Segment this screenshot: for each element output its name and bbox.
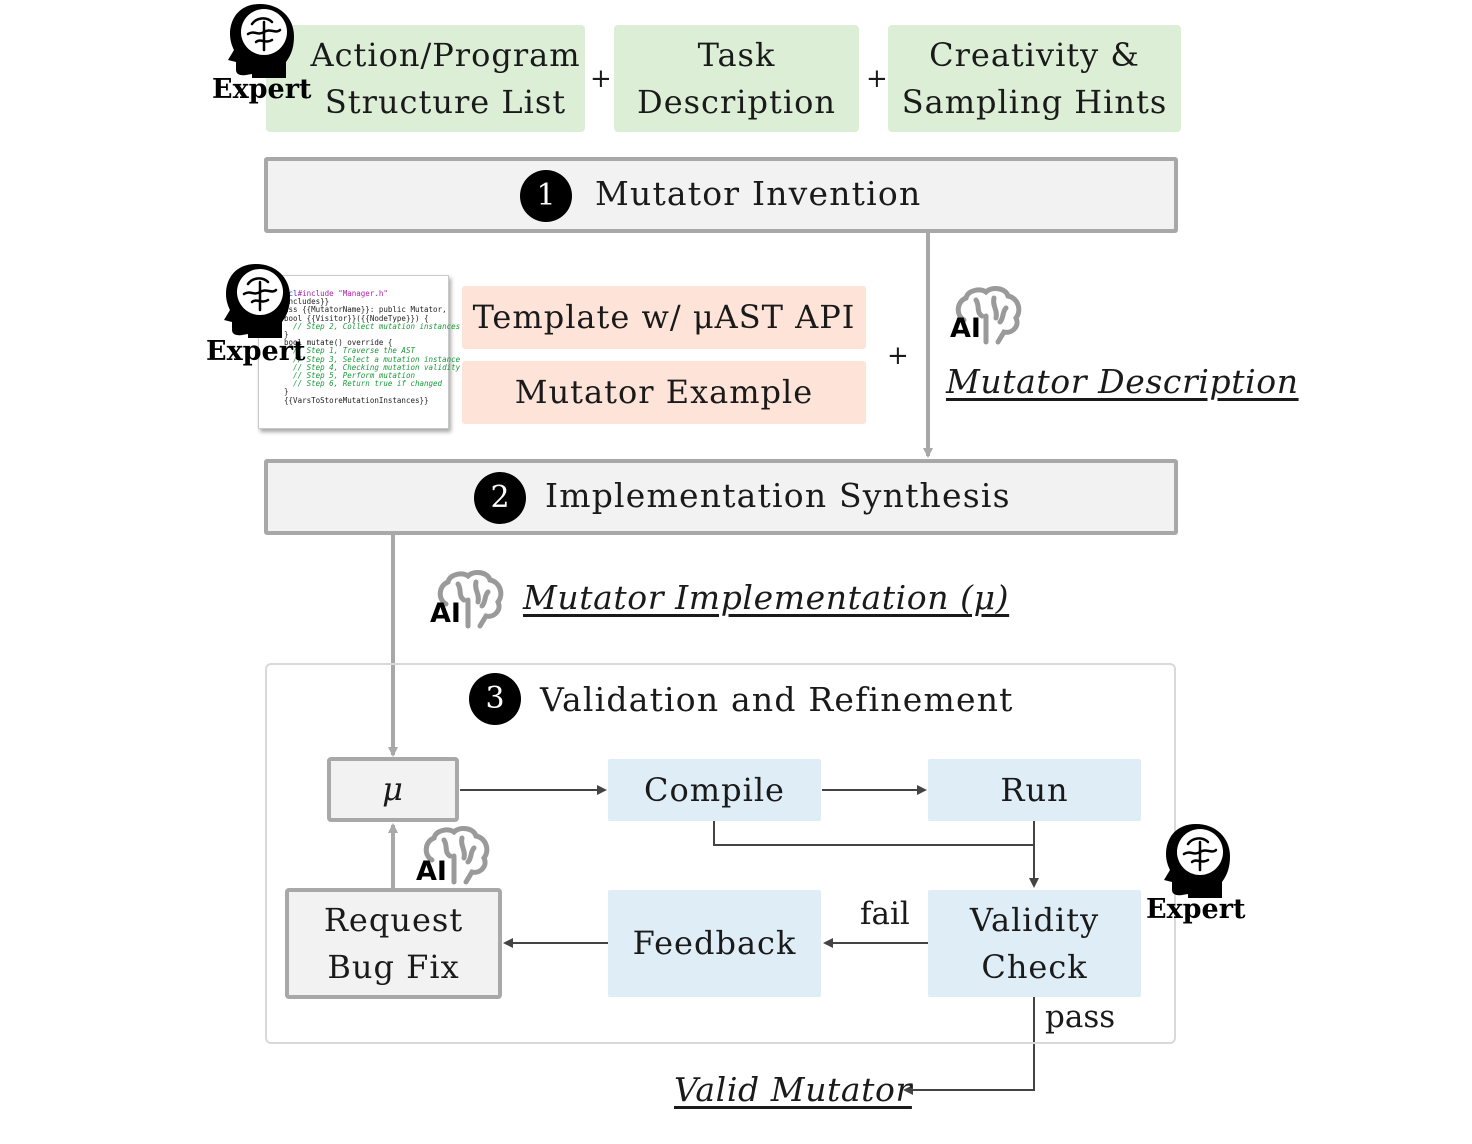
code-line: // Step 3, Select a mutation instance	[275, 354, 461, 364]
expert-head-icon	[224, 264, 290, 338]
code-line: // Step 4, Checking mutation validity	[275, 362, 461, 372]
mu-text: μ	[382, 770, 404, 808]
mutator-example-box: Mutator Example	[462, 361, 866, 424]
code-line: {{Includes}}	[275, 297, 330, 307]
request-bug-fix-text: Request Bug Fix	[323, 900, 464, 986]
feedback-text: Feedback	[632, 924, 797, 962]
expert-label: Expert	[206, 336, 306, 367]
validity-check-text: Validity Check	[969, 900, 1100, 986]
action-program-structure-list-box: Action/Program Structure List	[266, 25, 585, 132]
stage-number-badge: 1	[520, 170, 572, 222]
mu-node: μ	[327, 757, 459, 822]
code-line: // Step 5, Perform mutation	[275, 371, 415, 381]
ai-label: AI	[430, 598, 461, 629]
plus-sign: +	[887, 341, 909, 371]
stage-number-badge: 2	[474, 472, 526, 524]
request-bug-fix-node: Request Bug Fix	[285, 888, 502, 999]
mutator-description-output: Mutator Description	[946, 362, 1299, 401]
template-api-text: Template w/ μAST API	[472, 298, 856, 336]
code-line: bool {{Visitor}}({{NodeType}}) {	[275, 313, 429, 323]
feedback-node: Feedback	[608, 890, 821, 997]
stage-implementation-synthesis	[264, 459, 1178, 535]
ai-brain-icon	[423, 826, 490, 885]
stage-title: Implementation Synthesis	[545, 476, 1011, 515]
code-line: }	[275, 387, 289, 397]
mutator-implementation-output: Mutator Implementation (μ)	[523, 578, 1010, 617]
stage-number-badge: 3	[469, 673, 521, 725]
stage-title: Validation and Refinement	[540, 680, 1014, 719]
creativity-hints-text: Creativity & Sampling Hints	[901, 35, 1168, 121]
code-line: // Step 1, Traverse the AST	[275, 346, 415, 356]
task-description-box: Task Description	[614, 25, 859, 132]
plus-sign: +	[866, 64, 888, 94]
task-description-text: Task Description	[637, 35, 836, 121]
expert-head-icon	[1164, 824, 1230, 898]
arrow-validity-to-valid	[903, 997, 1035, 1095]
code-line: // Step 2, Collect mutation instances	[275, 321, 461, 331]
ai-label: AI	[950, 313, 981, 344]
plus-sign: +	[590, 64, 612, 94]
creativity-hints-box: Creativity & Sampling Hints	[888, 25, 1181, 132]
stage-title: Mutator Invention	[595, 174, 922, 213]
action-list-text: Action/Program Structure List	[310, 35, 581, 121]
valid-mutator-output: Valid Mutator	[674, 1070, 912, 1109]
arrow-compile-to-validity	[713, 821, 1034, 846]
mutator-example-text: Mutator Example	[514, 373, 814, 411]
run-node: Run	[928, 759, 1141, 821]
ai-brain-icon	[955, 286, 1022, 345]
ai-label: AI	[416, 856, 447, 887]
ai-brain-icon	[437, 570, 504, 629]
code-line: }	[275, 330, 442, 339]
code-line: bool mutate() override {	[275, 338, 393, 348]
compile-text: Compile	[644, 770, 785, 809]
expert-head-icon	[228, 4, 294, 78]
expert-label: Expert	[212, 74, 312, 105]
code-line: // Step 6, Return true if changed	[275, 379, 443, 389]
validity-check-node: Validity Check	[928, 890, 1141, 997]
template-api-box: Template w/ μAST API	[462, 286, 866, 349]
pass-label: pass	[1045, 999, 1116, 1035]
run-text: Run	[1000, 770, 1069, 809]
compile-node: Compile	[608, 759, 821, 821]
stage-mutator-invention	[264, 157, 1178, 233]
code-line: {{VarsToStoreMutationInstances}}	[275, 395, 429, 405]
expert-label: Expert	[1146, 894, 1246, 925]
fail-label: fail	[860, 896, 910, 932]
